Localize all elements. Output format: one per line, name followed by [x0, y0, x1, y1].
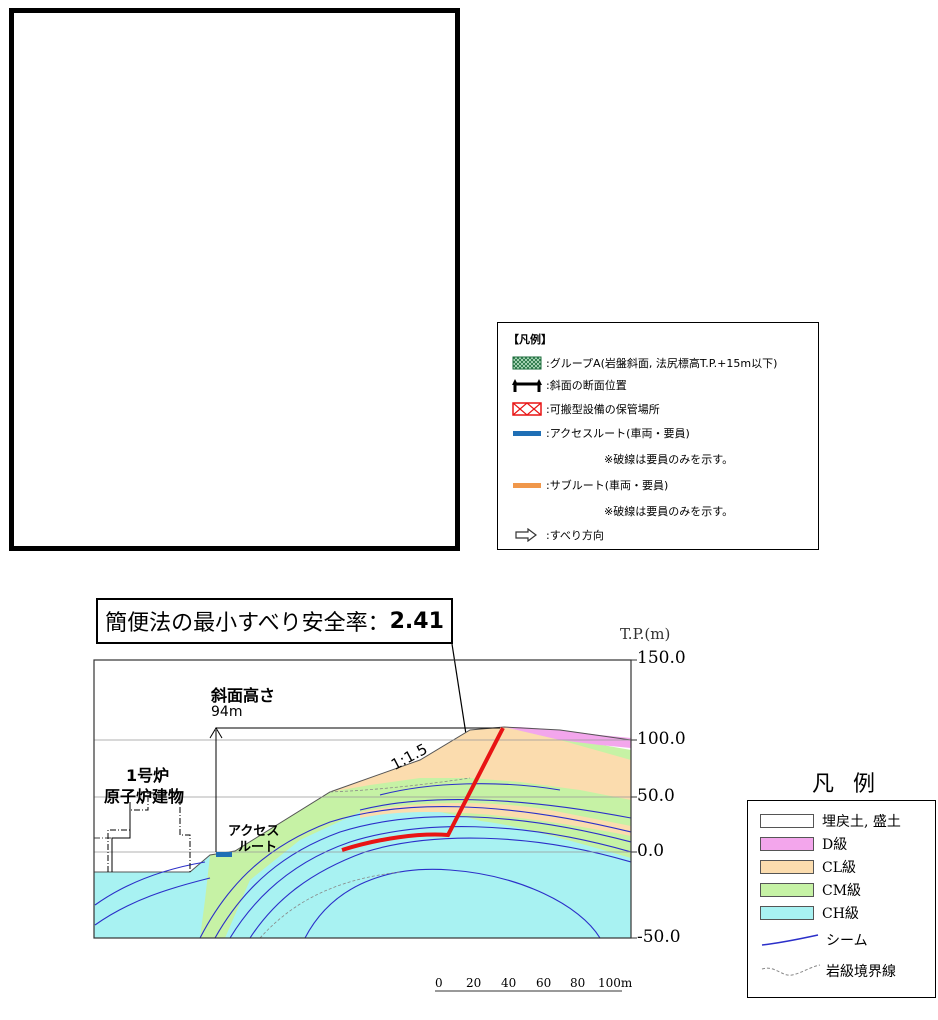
legend-label-access-route: :アクセスルート(車両・要員)	[546, 427, 690, 440]
rock-legend-label-boundary: 岩級境界線	[826, 964, 896, 980]
access-route-mark	[216, 852, 232, 857]
legend-label-slide-direction: :すべり方向	[546, 529, 604, 542]
legend-label-sub-route: :サブルート(車両・要員)	[546, 479, 669, 492]
d-swatch	[760, 837, 814, 851]
safety-factor-value: 2.41	[389, 608, 444, 634]
rock-legend-item-cl: CL級	[760, 857, 856, 877]
slope-height-arrow	[209, 727, 223, 739]
y-tick-minus50: -50.0	[637, 927, 681, 947]
reactor-building-outline	[107, 792, 191, 872]
safety-factor-prefix: 簡便法の最小すべり安全率：	[105, 611, 390, 636]
legend-item-access-route: :アクセスルート(車両・要員)	[512, 425, 690, 441]
slope-height-title: 斜面高さ	[211, 686, 276, 705]
rock-legend-label-seam: シーム	[826, 933, 868, 949]
legend-item-group-a: :グループA(岩盤斜面, 法尻標高T.P.+15m以下)	[512, 355, 777, 371]
y-ticks	[631, 659, 637, 939]
reactor-label-line1: 1号炉	[126, 766, 170, 785]
rock-legend: 埋戻土, 盛土 D級 CL級 CM級 CH級 シーム 岩級境界線	[747, 800, 936, 998]
y-tick-0: 0.0	[637, 841, 665, 861]
seam-line-icon	[761, 934, 819, 946]
legend-note-1: ※破線は要員のみを示す。	[604, 453, 734, 466]
rock-legend-title: 凡 例	[812, 772, 881, 797]
storage-area-icon	[512, 402, 542, 416]
slide-direction-icon	[515, 528, 537, 542]
legend-item-section: :斜面の断面位置	[512, 377, 627, 393]
scale-tick-0: 0	[435, 976, 443, 990]
legend-label-group-a: :グループA(岩盤斜面, 法尻標高T.P.+15m以下)	[546, 357, 778, 370]
map-legend: 【凡例】 :グループA(岩盤斜面, 法尻標高T.P.+15m以下) :斜面の断面…	[497, 322, 819, 550]
legend-item-sub-route: :サブルート(車両・要員)	[512, 477, 668, 493]
legend-label-storage: :可搬型設備の保管場所	[546, 403, 660, 416]
d-zone	[504, 727, 631, 748]
rock-legend-label-fill: 埋戻土, 盛土	[822, 814, 901, 830]
seams	[94, 783, 631, 938]
y-tick-100: 100.0	[637, 729, 686, 749]
reactor-label-line2: 原子炉建物	[104, 787, 185, 806]
scale-tick-80: 80	[570, 976, 586, 990]
rock-legend-item-cm: CM級	[760, 880, 861, 900]
ch-lens	[330, 817, 631, 870]
legend-item-slide-direction: :すべり方向	[512, 527, 604, 543]
rock-legend-item-ch: CH級	[760, 903, 859, 923]
rock-legend-label-d: D級	[822, 837, 848, 853]
cl-swatch	[760, 860, 814, 874]
rock-boundaries	[259, 777, 471, 938]
rock-legend-label-ch: CH級	[822, 906, 859, 922]
y-tick-150: 150.0	[637, 648, 686, 668]
masked-map-area	[9, 8, 460, 551]
safety-factor-callout: 簡便法の最小すべり安全率：2.41	[96, 598, 453, 644]
axis-unit-label: T.P.(m)	[620, 625, 671, 643]
access-route-label-line1: アクセス	[228, 824, 280, 839]
map-legend-title: 【凡例】	[508, 333, 552, 346]
cm-swatch	[760, 883, 814, 897]
section-arrow-icon	[512, 379, 542, 392]
boundary-line-icon	[761, 964, 821, 976]
crosshatch-icon	[512, 356, 542, 370]
access-route-label-line2: ルート	[238, 840, 278, 855]
cl-lens-1	[360, 803, 631, 836]
y-tick-50: 50.0	[637, 786, 675, 806]
fill-swatch	[760, 814, 814, 828]
slip-surface	[341, 727, 505, 852]
scale-tick-20: 20	[466, 976, 482, 990]
rock-legend-item-boundary: 岩級境界線	[760, 961, 896, 981]
rock-legend-item-fill: 埋戻土, 盛土	[760, 811, 901, 831]
legend-note-2: ※破線は要員のみを示す。	[604, 505, 734, 518]
section-frame	[93, 659, 632, 939]
cl-lens-2	[490, 740, 631, 772]
legend-item-storage: :可搬型設備の保管場所	[512, 401, 660, 417]
cl-zone	[330, 727, 631, 800]
scale-tick-60: 60	[536, 976, 552, 990]
scale-tick-40: 40	[501, 976, 517, 990]
slope-height-value: 94m	[211, 704, 243, 720]
ground-surface	[94, 726, 631, 873]
rock-legend-label-cm: CM級	[822, 883, 862, 899]
ch-swatch	[760, 906, 814, 920]
access-route-icon	[513, 431, 541, 436]
rock-legend-label-cl: CL級	[822, 860, 857, 876]
rock-legend-item-seam: シーム	[760, 930, 868, 950]
rock-legend-item-d: D級	[760, 834, 847, 854]
scale-tick-100: 100m	[598, 976, 633, 990]
sub-route-icon	[513, 483, 541, 488]
legend-label-section: :斜面の断面位置	[546, 379, 627, 392]
